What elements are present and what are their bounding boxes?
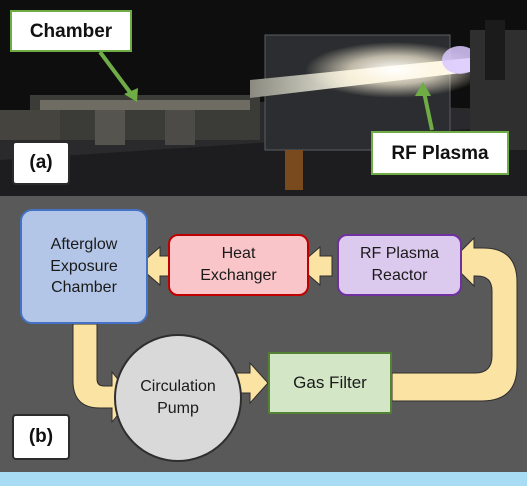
heat-exchanger-box: Heat Exchanger (168, 234, 309, 296)
panel-a-label: (a) (12, 141, 70, 185)
chamber-label: Chamber (10, 10, 132, 52)
afterglow-exposure-chamber-box: Afterglow Exposure Chamber (20, 209, 148, 324)
apparatus-illustration (0, 20, 527, 196)
rf-plasma-label: RF Plasma (371, 131, 509, 175)
gas-filter-box: Gas Filter (268, 352, 392, 414)
apparatus-photo: Chamber RF Plasma (a) (0, 0, 527, 196)
flow-arrows (72, 236, 518, 424)
rf-plasma-reactor-box: RF Plasma Reactor (337, 234, 462, 296)
arrow-filter-to-reactor (391, 236, 518, 402)
flow-diagram: Afterglow Exposure Chamber Heat Exchange… (0, 196, 527, 472)
circulation-pump-circle: Circulation Pump (114, 334, 242, 462)
bottom-strip (0, 472, 527, 486)
arrow-reactor-to-heat (297, 245, 333, 287)
panel-b-label: (b) (12, 414, 70, 460)
